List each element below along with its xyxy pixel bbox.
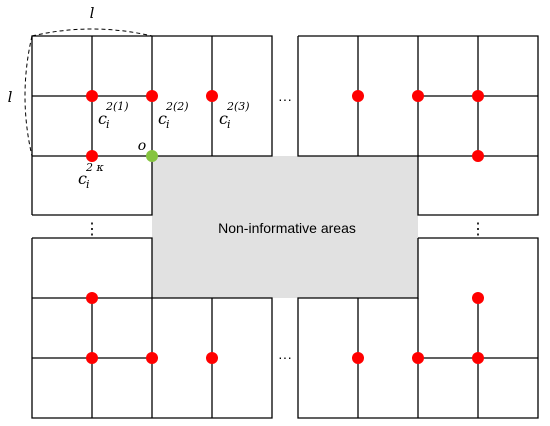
- ck-base: c: [78, 169, 87, 188]
- sample-point: [86, 292, 98, 304]
- sample-point: [86, 90, 98, 102]
- top-left-outline: [31, 35, 273, 216]
- sample-points: [86, 90, 484, 364]
- sample-point: [146, 90, 158, 102]
- sample-point: [352, 90, 364, 102]
- non-informative-area: [152, 156, 418, 298]
- ck-sub: i: [86, 178, 90, 191]
- label-ck: c 2 κ i: [78, 161, 104, 191]
- sample-point: [206, 352, 218, 364]
- origin-point: [146, 150, 158, 162]
- sample-point: [146, 352, 158, 364]
- c1-sub: i: [106, 118, 110, 131]
- dimension-arc-left: [24, 35, 33, 157]
- bottom-left-outline: [31, 237, 273, 419]
- sample-point: [412, 90, 424, 102]
- label-c2: c 2(2) i: [158, 100, 189, 131]
- c3-sup: 2(3): [226, 100, 250, 113]
- c1-sup: 2(1): [105, 100, 129, 113]
- ellipsis-right: ⋮: [470, 221, 486, 238]
- c2-sub: i: [166, 118, 170, 131]
- ellipsis-bottom: ···: [278, 349, 292, 365]
- label-c3: c 2(3) i: [219, 100, 250, 131]
- non-informative-label: Non-informative areas: [218, 220, 356, 236]
- c2-sup: 2(2): [165, 100, 189, 113]
- sample-point: [412, 352, 424, 364]
- c3-sub: i: [227, 118, 231, 131]
- sample-point: [472, 292, 484, 304]
- ellipsis-top: ···: [278, 91, 292, 107]
- dimension-label-left: l: [8, 88, 13, 106]
- sample-point: [86, 150, 98, 162]
- dimension-arc-top: [31, 28, 153, 37]
- sample-point: [472, 352, 484, 364]
- ck-sup: 2 κ: [85, 161, 104, 174]
- sample-point: [86, 352, 98, 364]
- c3-base: c: [219, 109, 228, 128]
- c1-base: c: [98, 109, 107, 128]
- dimension-label-top: l: [90, 4, 95, 22]
- sample-point: [352, 352, 364, 364]
- sample-point: [472, 90, 484, 102]
- c2-base: c: [158, 109, 167, 128]
- top-right-outline: [297, 35, 539, 216]
- sample-point: [472, 150, 484, 162]
- sample-point: [206, 90, 218, 102]
- ellipsis-left: ⋮: [84, 221, 100, 238]
- origin-label: o: [138, 138, 146, 154]
- label-c1: c 2(1) i: [98, 100, 129, 131]
